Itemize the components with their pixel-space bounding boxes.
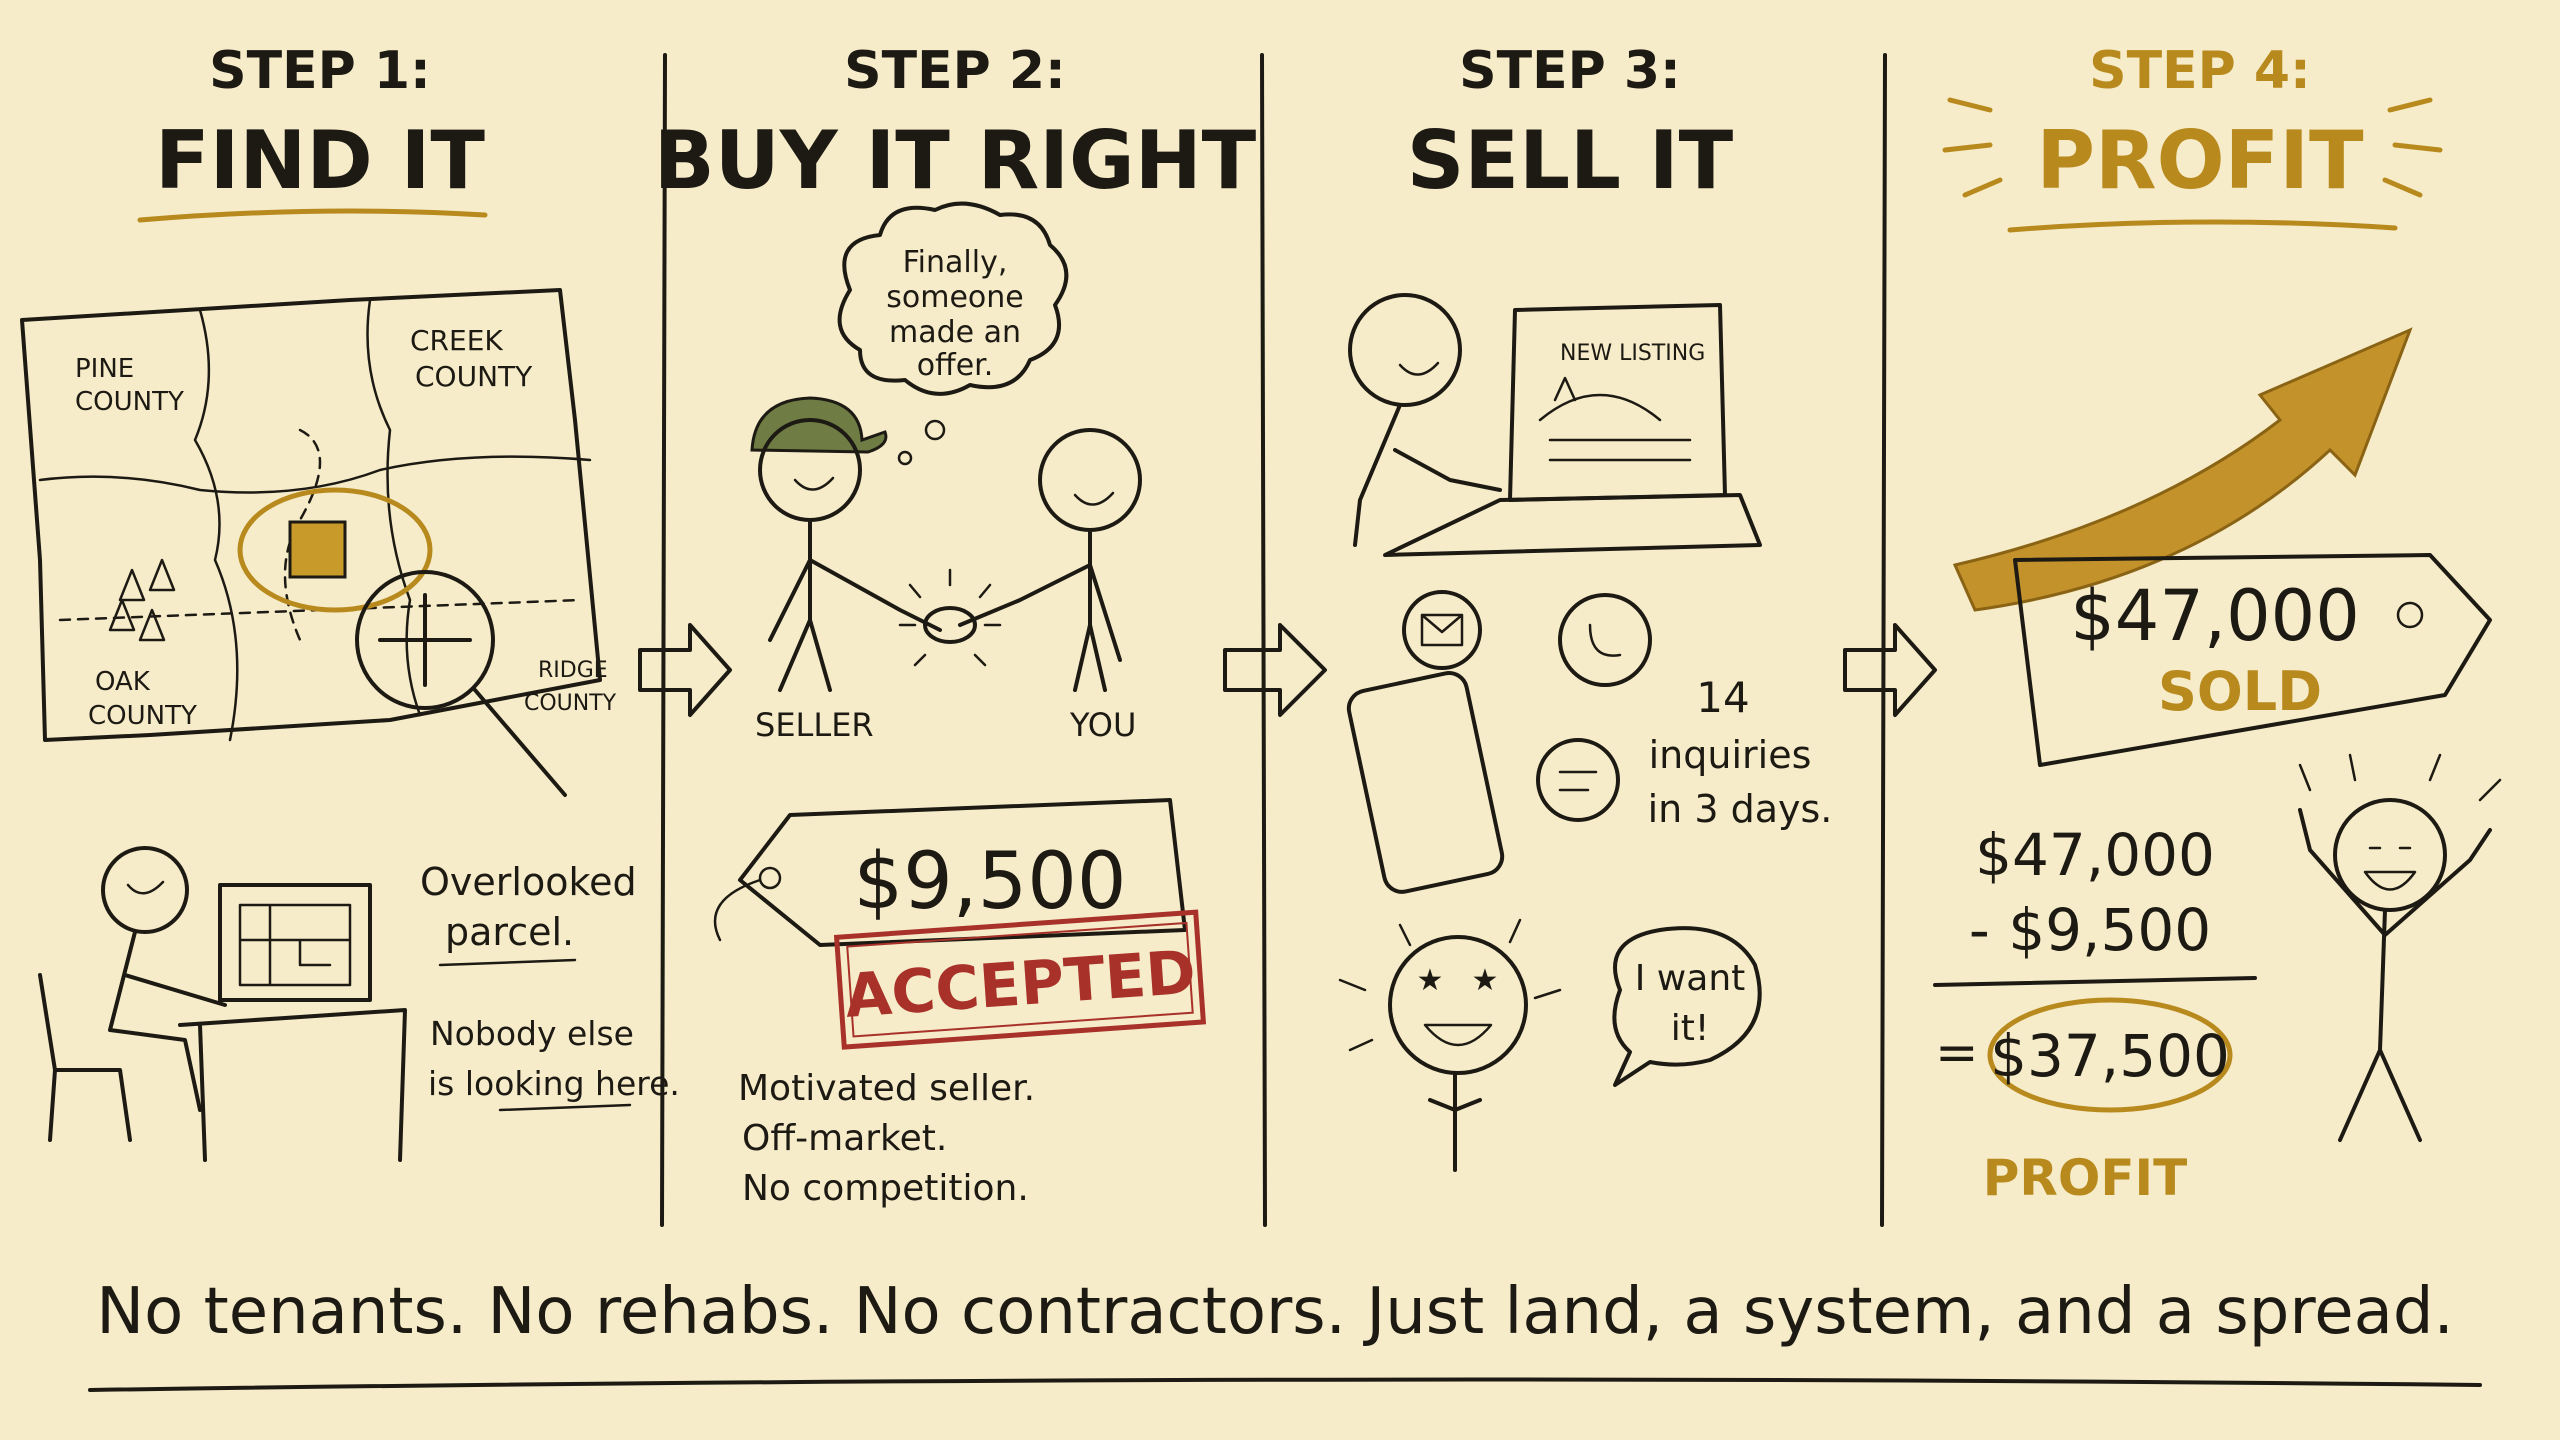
profit-label: PROFIT [1983,1149,2188,1207]
thought-line-1: Finally, [903,245,1008,280]
accepted-stamp: ACCEPTED [833,909,1207,1050]
column-dividers [660,53,1887,1227]
you-figure: YOU [958,428,1142,744]
arrow-2-icon [1223,623,1327,717]
chair [38,973,132,1142]
oak-county-label-2: COUNTY [88,701,197,731]
caption-overlooked-2: parcel. [445,910,574,954]
speech-line-2: it! [1671,1008,1710,1049]
creek-county-label-1: CREEK [410,324,503,357]
note-motivated: Motivated seller. [738,1068,1035,1109]
chat-bubble-icon [1536,738,1620,822]
ridge-county-label-1: RIDGE [538,658,608,683]
arrow-1-icon [638,623,732,717]
sold-price: $47,000 [2070,575,2359,657]
star-eye-left-icon: ★ [1417,963,1444,998]
note-nocompetition: No competition. [742,1168,1029,1209]
calc-purchase-price: - $9,500 [1969,896,2211,964]
phone-icon [1346,671,1505,894]
speech-line-1: I want [1635,958,1746,999]
phone-with-notifications: 14 inquiries in 3 days. [1346,590,1833,894]
caption-nobody-2: is looking here. [428,1064,680,1103]
creek-county-label-2: COUNTY [415,360,533,393]
growth-arrow-icon [1952,327,2413,612]
step-1-title: FIND IT [155,114,485,207]
star-eye-right-icon: ★ [1472,963,1499,998]
oak-county-label-1: OAK [95,667,151,697]
sold-status: SOLD [2158,660,2322,723]
thought-line-4: offer. [917,348,994,383]
thought-bubble: Finally, someone made an offer. [837,201,1069,466]
person-with-laptop: NEW LISTING [1348,293,1762,557]
magnifying-glass-icon [355,570,567,797]
step-2-label: STEP 2: [844,41,1066,101]
thought-line-3: made an [889,315,1021,350]
phone-call-bubble-icon [1558,593,1652,687]
calc-sale-price: $47,000 [1975,821,2215,889]
note-offmarket: Off-market. [742,1118,947,1159]
price-tag-9500: $9,500 [713,798,1187,947]
inquiries-word: inquiries [1649,733,1812,777]
step-3-label: STEP 3: [1459,41,1681,101]
step-1-label: STEP 1: [209,41,431,101]
pine-county-label-2: COUNTY [75,387,184,417]
step-1-header: STEP 1: FIND IT [137,41,488,223]
laptop-base [1383,493,1762,557]
calc-equals: = [1935,1023,1979,1083]
ridge-county-label-2: COUNTY [524,691,617,716]
step-2-title: BUY IT RIGHT [654,114,1257,207]
buy-price: $9,500 [854,837,1127,927]
speech-bubble [1612,926,1762,1087]
profit-circle [1987,997,2233,1113]
calc-result: $37,500 [1990,1022,2230,1090]
find-captions: Overlooked parcel. Nobody else is lookin… [420,860,680,1112]
step-2-header: STEP 2: BUY IT RIGHT [654,41,1257,207]
buy-notes: Motivated seller. Off-market. No competi… [738,1068,1035,1209]
inquiries-count: 14 [1696,673,1749,722]
handshake-icon [898,568,1002,667]
step-3-title: SELL IT [1407,114,1734,207]
seller-figure: SELLER [750,396,942,744]
footer: No tenants. No rehabs. No contractors. J… [88,1275,2482,1392]
pine-county-label-1: PINE [75,354,134,384]
step-3-header: STEP 3: SELL IT [1407,41,1734,207]
person-head [101,846,189,934]
county-map: PINE COUNTY CREEK COUNTY OAK COUNTY RIDG… [20,288,617,742]
celebrating-figure [2298,753,2502,1142]
step-4-underline [2007,219,2398,233]
you-label: YOU [1069,706,1136,744]
profit-calculation: $47,000 - $9,500 = $37,500 PROFIT [1933,821,2257,1207]
desk [178,1008,407,1162]
caption-overlooked-1: Overlooked [420,860,637,904]
cap-icon [750,396,888,454]
step-4-title: PROFIT [2036,114,2364,207]
parcel-square [288,520,347,579]
caption-nobody-1: Nobody else [430,1014,634,1053]
step-4-label: STEP 4: [2089,41,2311,101]
tree-cluster-icon [108,558,176,642]
parcel-highlight-circle [237,487,433,613]
sparkle-rays [1942,97,2443,198]
new-listing-label: NEW LISTING [1560,341,1705,366]
footer-tagline: No tenants. No rehabs. No contractors. J… [96,1275,2454,1349]
inquiries-days: in 3 days. [1648,787,1833,831]
person-at-computer [38,846,407,1162]
email-bubble-icon [1402,590,1482,670]
step-4-header: STEP 4: PROFIT [1942,41,2443,233]
stamp-text: ACCEPTED [843,937,1198,1031]
thought-line-2: someone [886,280,1024,315]
step-1-underline [137,208,488,223]
footer-underline [88,1377,2482,1392]
arrow-3-icon [1843,623,1937,717]
excited-buyer: ★ ★ I want it! [1338,918,1762,1172]
seller-label: SELLER [755,706,874,744]
laptop-screen [1508,303,1727,502]
computer-monitor [218,883,372,1002]
sold-price-tag: $47,000 SOLD [2013,553,2492,767]
